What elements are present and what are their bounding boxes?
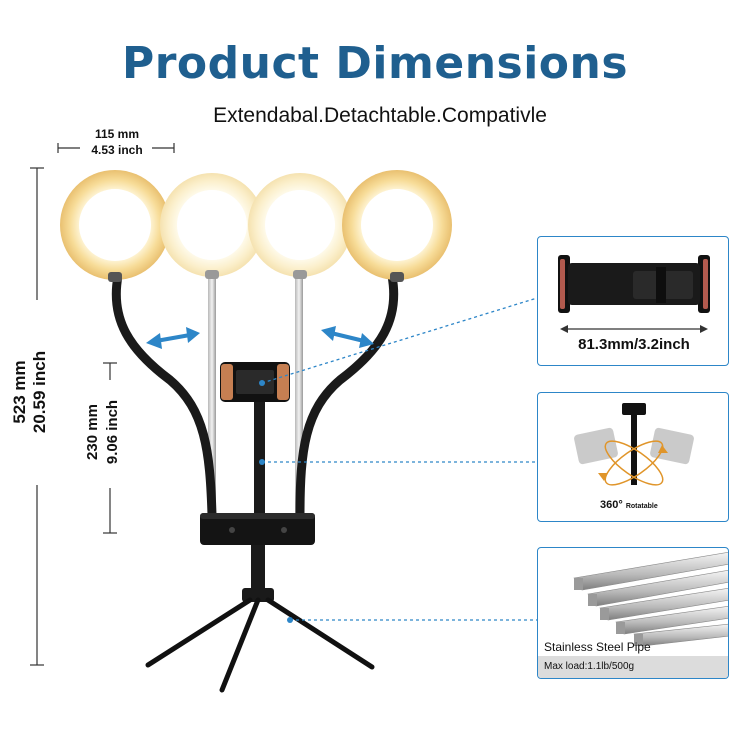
ring-light-1 [60, 170, 170, 282]
holder-height-label: 230 mm 9.06 inch [83, 378, 123, 486]
steel-pipe-caption: Stainless Steel Pipe [544, 640, 651, 654]
light-base [200, 513, 315, 545]
rotation-word: Rotatable [625, 503, 658, 510]
phone-clamp-image [558, 255, 710, 333]
page-title: Product Dimensions [121, 38, 629, 89]
right-pole [295, 276, 303, 516]
steel-pipe-max-load: Max load:1.1lb/500g [544, 661, 635, 672]
total-height-label: 523 mm 20.59 inch [10, 302, 50, 482]
right-adjust-arrow-icon [321, 326, 374, 348]
left-adjust-arrow-icon [146, 327, 200, 349]
total-height-mm-label: 523 mm [10, 360, 29, 424]
holder-height-mm-label: 230 mm [84, 404, 101, 460]
left-pole [208, 276, 216, 516]
phone-holder-panel: 81.3mm/3.2inch [537, 236, 729, 366]
ring-light-3 [248, 173, 352, 279]
connector-dots [259, 380, 293, 623]
total-height-marker [30, 167, 44, 666]
connector-lines [261, 297, 538, 621]
steel-pipes-image [538, 552, 728, 678]
holder-height-inch-label: 9.06 inch [104, 399, 121, 465]
ring-light-2 [160, 173, 264, 279]
rotation-image [574, 403, 694, 486]
right-gooseneck-arm [295, 271, 399, 520]
steel-pipe-panel: Stainless Steel Pipe Max load:1.1lb/500g [537, 547, 729, 679]
total-height-inch-label: 20.59 inch [30, 350, 49, 434]
center-stem [254, 395, 265, 517]
tripod [145, 545, 375, 693]
ring-width-inch-label: 4.53 inch [91, 143, 143, 157]
phone-holder [220, 362, 290, 402]
ring-width-mm-label: 115 mm [94, 127, 140, 141]
rotation-panel: 360° Rotatable [537, 392, 729, 522]
phone-holder-caption: 81.3mm/3.2inch [578, 336, 690, 353]
ring-width-marker [57, 143, 175, 153]
left-gooseneck-arm [111, 271, 217, 520]
rotation-caption: 360° Rotatable [600, 499, 658, 511]
page-subtitle: Extendabal.Detachtable.Compativle [213, 104, 547, 127]
holder-height-marker [103, 362, 117, 534]
rotation-degrees: 360° [600, 499, 623, 511]
ring-light-4 [342, 170, 452, 282]
